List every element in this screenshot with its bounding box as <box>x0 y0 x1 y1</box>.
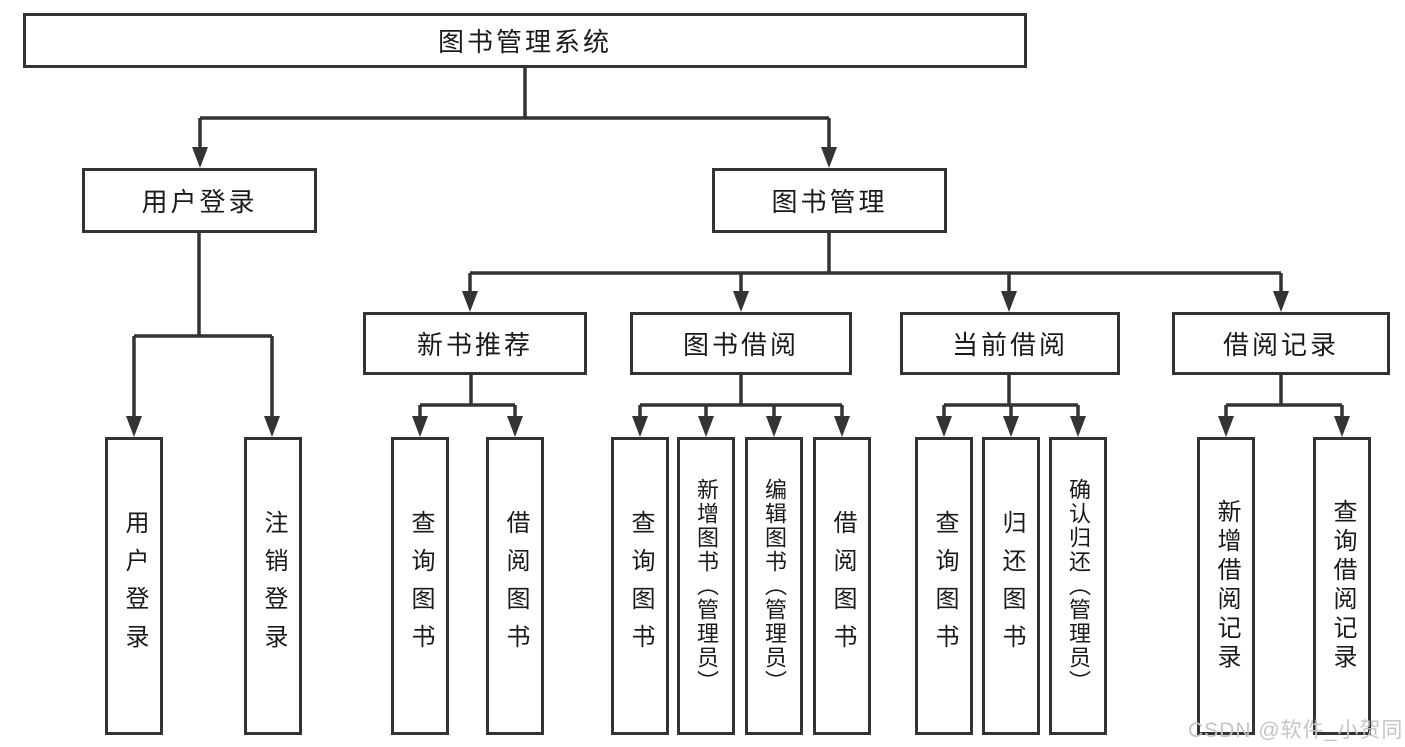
arrowhead-icon <box>462 291 478 312</box>
leaf-edit-books-admin: 编辑图书（管理员） <box>745 437 803 735</box>
node-borrowing-records: 借阅记录 <box>1172 312 1390 375</box>
leaf-label: 归还图书 <box>998 510 1025 662</box>
arrowhead-icon <box>264 416 280 437</box>
leaf-search-books-recommend: 查询图书 <box>391 437 449 735</box>
leaf-add-borrow-record: 新增借阅记录 <box>1197 437 1255 735</box>
leaf-return-books: 归还图书 <box>982 437 1040 735</box>
leaf-label: 借阅图书 <box>829 510 856 662</box>
leaf-search-borrow-record: 查询借阅记录 <box>1313 437 1371 735</box>
leaf-search-books-borrowing: 查询图书 <box>611 437 669 735</box>
connector-lines <box>418 375 517 419</box>
connector-lines <box>638 375 844 419</box>
leaf-label: 用户登录 <box>121 510 148 662</box>
leaf-confirm-return-admin: 确认归还（管理员） <box>1049 437 1107 735</box>
node-library-management-system: 图书管理系统 <box>23 13 1027 68</box>
arrowhead-icon <box>412 416 428 437</box>
leaf-label: 查询图书 <box>627 510 654 662</box>
node-label: 借阅记录 <box>1222 330 1339 360</box>
leaf-label: 借阅图书 <box>502 510 529 662</box>
arrowhead-icon <box>1218 416 1234 437</box>
arrowhead-icon <box>1273 291 1289 312</box>
node-user-login: 用户登录 <box>82 168 317 233</box>
watermark: CSDN @软件_小贺同学 <box>1188 719 1405 742</box>
arrowhead-icon <box>766 416 782 437</box>
leaf-label: 注销登录 <box>260 510 287 662</box>
arrowhead-icon <box>936 416 952 437</box>
arrowhead-icon <box>834 416 850 437</box>
arrowhead-icon <box>126 416 142 437</box>
arrowhead-icon <box>733 291 749 312</box>
leaf-label: 查询图书 <box>407 510 434 662</box>
leaf-label: 查询图书 <box>931 510 958 662</box>
node-label: 当前借阅 <box>951 330 1068 360</box>
node-label: 图书管理 <box>771 187 888 217</box>
connector-lines <box>132 233 274 419</box>
arrowhead-icon <box>1001 291 1017 312</box>
arrowhead-icon <box>1003 416 1019 437</box>
arrowhead-icon <box>507 416 523 437</box>
leaf-search-books-current: 查询图书 <box>915 437 973 735</box>
leaf-label: 编辑图书（管理员） <box>762 478 787 694</box>
leaf-user-login: 用户登录 <box>105 437 163 735</box>
connector-lines <box>468 233 1283 294</box>
leaf-borrow-books-recommend: 借阅图书 <box>486 437 544 735</box>
leaf-add-books-admin: 新增图书（管理员） <box>677 437 735 735</box>
arrowhead-icon <box>698 416 714 437</box>
arrowhead-icon <box>821 147 837 168</box>
leaf-label: 查询借阅记录 <box>1329 499 1356 673</box>
connector-lines <box>942 375 1080 419</box>
arrowhead-icon <box>1334 416 1350 437</box>
node-book-management: 图书管理 <box>712 168 947 233</box>
node-book-borrowing: 图书借阅 <box>630 312 852 375</box>
leaf-label: 新增借阅记录 <box>1213 499 1240 673</box>
leaf-label: 新增图书（管理员） <box>694 478 719 694</box>
connector-lines <box>1224 375 1344 419</box>
connector-lines <box>198 68 831 150</box>
node-label: 用户登录 <box>141 187 258 217</box>
arrowhead-icon <box>632 416 648 437</box>
node-current-borrowing: 当前借阅 <box>900 312 1120 375</box>
node-new-book-recommendation: 新书推荐 <box>363 312 587 375</box>
node-label: 图书借阅 <box>682 330 799 360</box>
node-label: 图书管理系统 <box>437 27 612 57</box>
leaf-logout: 注销登录 <box>244 437 302 735</box>
arrowhead-icon <box>1070 416 1086 437</box>
leaf-label: 确认归还（管理员） <box>1066 478 1091 694</box>
node-label: 新书推荐 <box>416 330 533 360</box>
arrowhead-icon <box>192 147 208 168</box>
leaf-borrow-books-borrowing: 借阅图书 <box>813 437 871 735</box>
